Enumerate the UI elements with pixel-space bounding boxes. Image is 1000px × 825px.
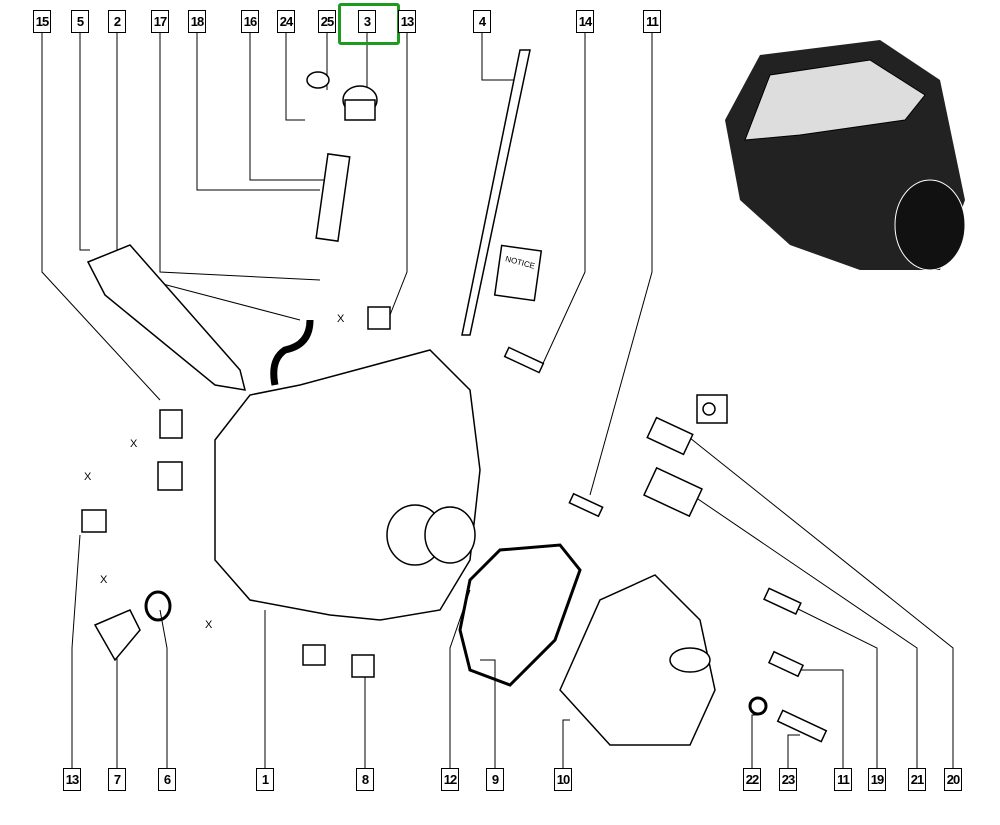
callout-25[interactable]: 25	[318, 10, 336, 33]
dipstick	[461, 49, 531, 336]
sleeve	[315, 153, 351, 242]
leader-line-11	[589, 32, 653, 496]
leader-line-6	[159, 609, 168, 768]
callout-18[interactable]: 18	[188, 10, 206, 33]
svg-text:X: X	[205, 619, 213, 631]
leader-line-22	[751, 714, 758, 768]
leader-line-14	[539, 32, 586, 371]
callout-7[interactable]: 7	[108, 768, 126, 791]
leader-line-10	[562, 719, 570, 768]
callout-11[interactable]: 11	[643, 10, 661, 33]
gearbox-housing	[214, 349, 481, 621]
callout-19[interactable]: 19	[868, 768, 886, 791]
leader-line-15	[41, 32, 161, 401]
svg-text:X: X	[130, 438, 138, 450]
callout-21[interactable]: 21	[908, 768, 926, 791]
callout-13[interactable]: 13	[63, 768, 81, 791]
leader-line-23	[787, 734, 800, 768]
leader-line-24	[285, 32, 305, 121]
leader-line-12	[449, 589, 471, 768]
leader-line-16	[249, 32, 330, 181]
guide-plate	[86, 244, 247, 391]
callout-4[interactable]: 4	[473, 10, 491, 33]
svg-text:X: X	[337, 313, 345, 325]
callout-13[interactable]: 13	[398, 10, 416, 33]
callout-12[interactable]: 12	[441, 768, 459, 791]
callout-10[interactable]: 10	[554, 768, 572, 791]
leader-line-17	[159, 32, 321, 281]
callout-23[interactable]: 23	[779, 768, 797, 791]
leader-line-4	[481, 32, 520, 81]
leader-line-19	[789, 604, 878, 768]
callout-20[interactable]: 20	[944, 768, 962, 791]
leader-line-9	[480, 659, 496, 768]
callout-2[interactable]: 2	[108, 10, 126, 33]
callout-16[interactable]: 16	[241, 10, 259, 33]
callout-8[interactable]: 8	[356, 768, 374, 791]
callout-9[interactable]: 9	[486, 768, 504, 791]
callout-3[interactable]: 3	[358, 10, 376, 33]
leader-line-13	[71, 534, 81, 768]
callout-11[interactable]: 11	[834, 768, 852, 791]
leader-line-18	[196, 32, 320, 191]
callout-14[interactable]: 14	[576, 10, 594, 33]
callout-5[interactable]: 5	[71, 10, 89, 33]
callout-24[interactable]: 24	[277, 10, 295, 33]
callout-17[interactable]: 17	[151, 10, 169, 33]
leader-line-11	[790, 669, 844, 768]
callout-15[interactable]: 15	[33, 10, 51, 33]
svg-text:X: X	[84, 471, 92, 483]
gearbox-thumbnail	[725, 40, 966, 271]
svg-text:X: X	[100, 574, 108, 586]
gasket	[458, 543, 582, 687]
leader-line-20	[679, 429, 954, 768]
leader-line-13	[389, 32, 408, 316]
callout-22[interactable]: 22	[743, 768, 761, 791]
callout-6[interactable]: 6	[158, 768, 176, 791]
leader-line-5	[79, 32, 90, 251]
leader-line-21	[669, 479, 918, 768]
callout-1[interactable]: 1	[256, 768, 274, 791]
